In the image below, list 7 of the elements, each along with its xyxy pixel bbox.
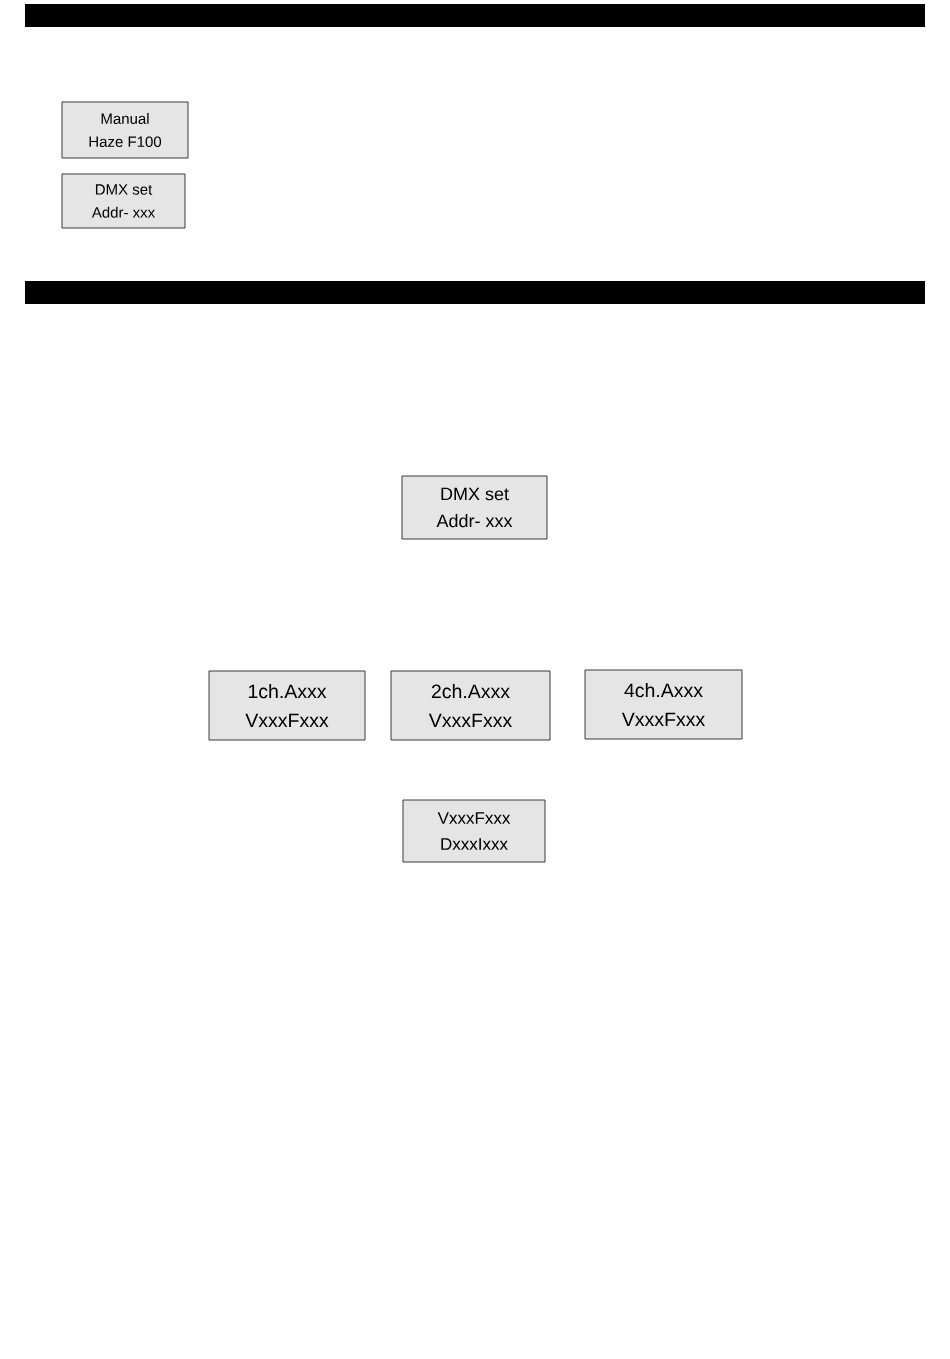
display-box: DMX set Addr- xxx bbox=[61, 173, 186, 229]
display-box: VxxxFxxx DxxxIxxx bbox=[402, 799, 546, 863]
display-box: 4ch.Axxx VxxxFxxx bbox=[584, 669, 743, 740]
display-box: 2ch.Axxx VxxxFxxx bbox=[390, 670, 551, 741]
display-box: DMX set Addr- xxx bbox=[401, 475, 548, 540]
display-box: Manual Haze F100 bbox=[61, 101, 189, 159]
display-box: 1ch.Axxx VxxxFxxx bbox=[208, 670, 366, 741]
